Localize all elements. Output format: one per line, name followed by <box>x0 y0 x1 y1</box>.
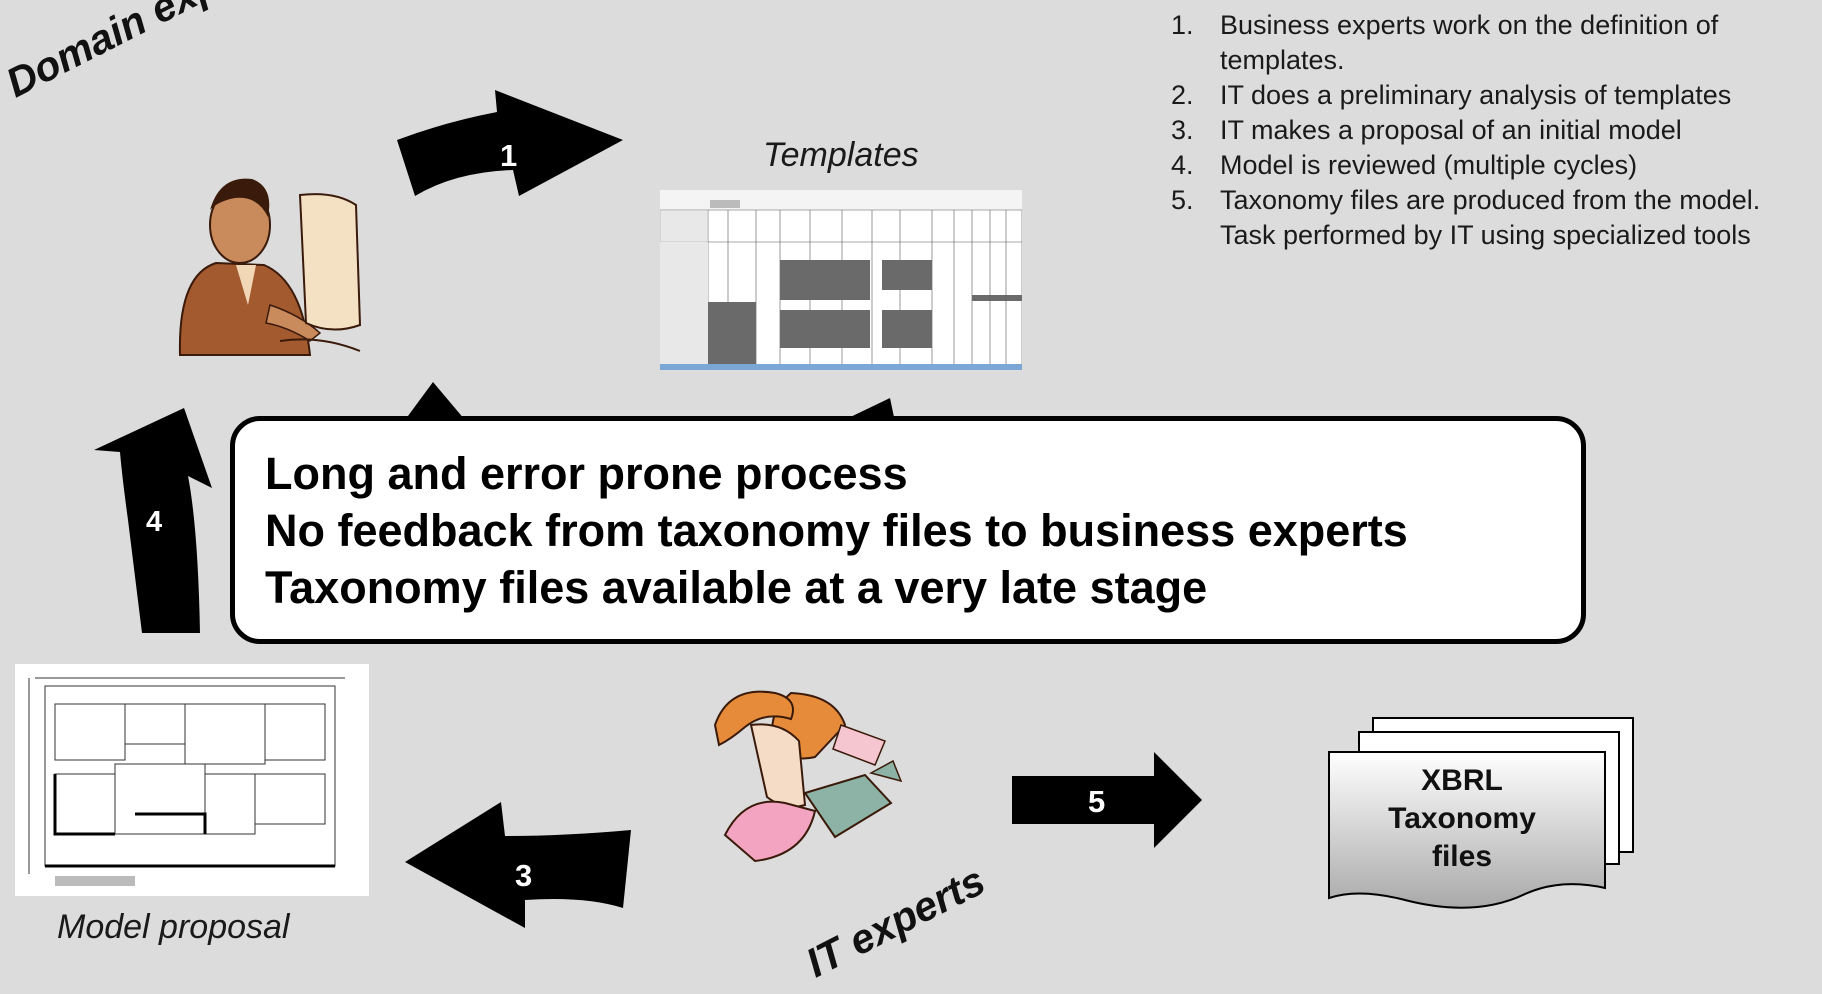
step-item: 5.Taxonomy files are produced from the m… <box>1171 185 1761 250</box>
arrow-4 <box>94 408 212 633</box>
callout-line-3: Taxonomy files available at a very late … <box>265 562 1208 613</box>
callout-line-2: No feedback from taxonomy files to busin… <box>265 505 1408 556</box>
arrow-1 <box>397 90 623 196</box>
step-item: 2.IT does a preliminary analysis of temp… <box>1171 80 1732 110</box>
arrow-2-hidden-tip <box>405 382 465 420</box>
arrow-3 <box>405 802 631 928</box>
arrow-1-number: 1 <box>500 138 518 173</box>
callout-box: Long and error prone process No feedback… <box>230 416 1586 644</box>
model-proposal-label: Model proposal <box>57 908 290 946</box>
arrow-5-number: 5 <box>1088 784 1106 819</box>
callout-line-1: Long and error prone process <box>265 448 908 499</box>
templates-spreadsheet-image <box>660 190 1022 370</box>
it-experts-label: IT experts <box>798 857 993 987</box>
it-expert-clipart <box>713 690 903 863</box>
arrow-5 <box>1012 752 1202 848</box>
domain-experts-label: Domain experts <box>0 0 294 107</box>
steps-list: 1.Business experts work on the definitio… <box>1168 8 1760 253</box>
step-item: 1.Business experts work on the definitio… <box>1171 10 1719 75</box>
arrow-3-number: 3 <box>515 858 533 893</box>
xbrl-taxonomy-files-label: XBRL Taxonomy files <box>1388 764 1536 873</box>
step-item: 4.Model is reviewed (multiple cycles) <box>1171 150 1638 180</box>
domain-expert-clipart <box>178 178 362 356</box>
model-proposal-floorplan-image <box>15 664 369 896</box>
step-item: 3.IT makes a proposal of an initial mode… <box>1171 115 1682 145</box>
arrow-4-number: 4 <box>146 506 163 538</box>
templates-label: Templates <box>763 136 919 174</box>
xbrl-document-stack <box>1328 717 1634 909</box>
